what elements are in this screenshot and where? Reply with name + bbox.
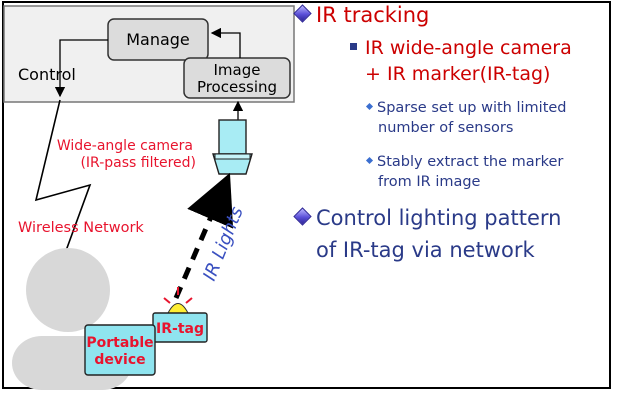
small-diamond-bullet-icon <box>365 156 374 165</box>
bullet-stably-extract-cont: from IR image <box>378 174 481 190</box>
manage-label: Manage <box>126 30 190 49</box>
camera-label-2: (IR-pass filtered) <box>80 155 196 171</box>
manage-box: Manage <box>107 18 209 61</box>
bullet-ir-tracking-text: IR tracking <box>316 3 430 27</box>
wireless-network-label: Wireless Network <box>18 220 144 236</box>
image-processing-box: Image Processing <box>183 57 291 99</box>
bullet-ir-tracking: IR tracking <box>293 3 430 27</box>
diamond-bullet-icon <box>293 207 312 226</box>
image-processing-label-1: Image <box>214 61 261 79</box>
slide-border <box>2 1 611 389</box>
square-bullet-icon <box>350 43 357 50</box>
ir-emitter-glow-icon <box>163 287 193 314</box>
ir-tag-box: IR-tag <box>152 312 208 343</box>
bullet-ir-marker: + IR marker(IR-tag) <box>365 63 551 85</box>
arrow-processing-to-manage <box>210 27 241 58</box>
ir-light-path <box>173 172 234 299</box>
bullet-sparse-setup-cont: number of sensors <box>378 120 514 136</box>
bullet-ir-camera: IR wide-angle camera <box>350 37 572 59</box>
control-label: Control <box>18 65 76 84</box>
bullet-stably-extract-text: Stably extract the marker <box>377 154 564 170</box>
bullet-sparse-setup-text: Sparse set up with limited <box>377 100 567 116</box>
bullet-control-lighting-cont: of IR-tag via network <box>316 238 535 262</box>
camera-icon <box>212 119 253 175</box>
portable-label-2: device <box>94 352 145 368</box>
portable-label-1: Portable <box>86 335 153 351</box>
ir-tag-label: IR-tag <box>156 321 204 337</box>
camera-label-1: Wide-angle camera <box>57 138 193 154</box>
image-processing-label-2: Processing <box>197 78 277 96</box>
bullet-control-lighting: Control lighting pattern <box>293 206 562 230</box>
bullet-stably-extract: Stably extract the marker <box>365 152 564 172</box>
bullet-sparse-setup: Sparse set up with limited <box>365 98 567 118</box>
small-diamond-bullet-icon <box>365 102 374 111</box>
portable-device-box: Portable device <box>84 324 156 376</box>
diamond-bullet-icon <box>293 4 312 23</box>
bullet-ir-camera-text: IR wide-angle camera <box>365 37 572 59</box>
arrow-manage-to-control <box>54 39 108 98</box>
bullet-control-lighting-text: Control lighting pattern <box>316 206 562 230</box>
